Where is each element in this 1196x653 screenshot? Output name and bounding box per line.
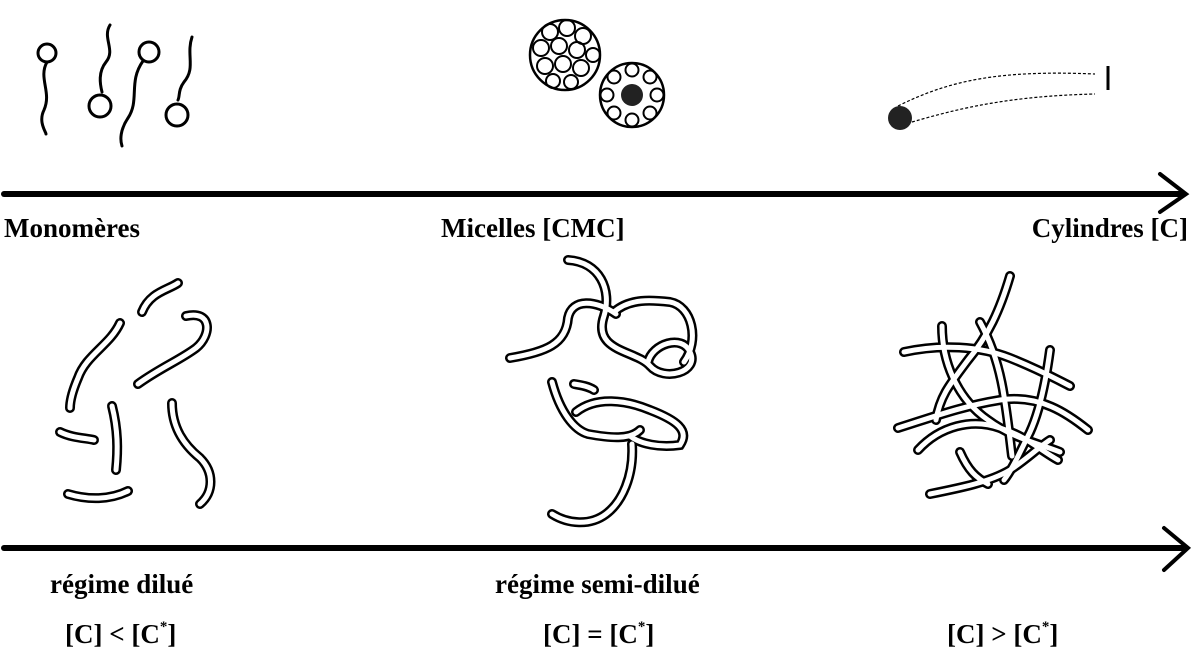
dilute-condition: [C] < [C*] <box>65 618 176 653</box>
concentrated-condition-text: [C] > [C <box>947 619 1042 649</box>
semidilute-condition-close: ] <box>645 619 654 649</box>
monomers-label: Monomères <box>4 212 140 244</box>
dilute-condition-text: [C] < [C <box>65 619 160 649</box>
entangled-network <box>898 276 1088 494</box>
semidilute-condition-text: [C] = [C <box>543 619 638 649</box>
semidilute-regime-label: régime semi-dilué <box>495 568 700 600</box>
micelle-sphere-outer <box>530 20 600 90</box>
semidilute-worms <box>510 260 692 522</box>
semidilute-condition: [C] = [C*] <box>543 618 654 653</box>
cylinders-label: Cylindres [C] <box>1032 212 1188 244</box>
concentration-arrow-bottom <box>4 528 1188 570</box>
semidilute-condition-star: * <box>638 619 646 635</box>
dilute-regime-label: régime dilué <box>50 568 193 600</box>
concentrated-condition-close: ] <box>1049 619 1058 649</box>
micelle-sphere-section <box>600 63 664 127</box>
concentrated-condition-star: * <box>1042 619 1050 635</box>
dilute-worms <box>60 283 211 504</box>
micelles-label: Micelles [CMC] <box>441 212 625 244</box>
dilute-condition-star: * <box>160 619 168 635</box>
concentrated-condition: [C] > [C*] <box>947 618 1058 653</box>
concentration-arrow-top <box>4 174 1186 212</box>
monomers-sketch <box>38 25 192 146</box>
cylinder-sketch <box>888 66 1108 130</box>
dilute-condition-close: ] <box>167 619 176 649</box>
